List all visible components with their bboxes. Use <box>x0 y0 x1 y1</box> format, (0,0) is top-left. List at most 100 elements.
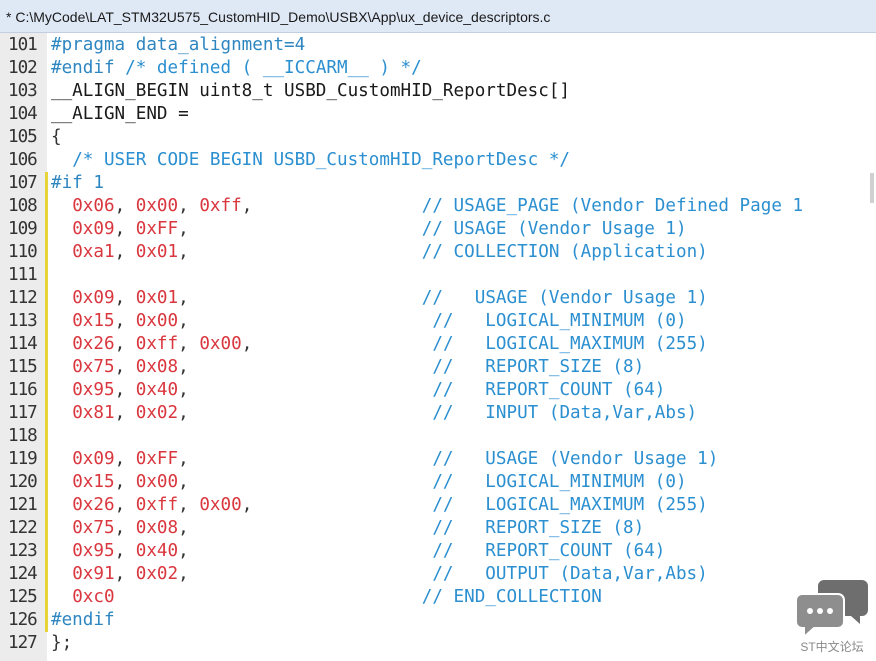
line-code: 0x81, 0x02, // INPUT (Data,Var,Abs) <box>51 402 697 425</box>
code-token <box>115 58 126 78</box>
vertical-scrollbar-thumb[interactable] <box>870 173 874 203</box>
code-token: 0x06 <box>72 196 115 216</box>
code-token: 0x09 <box>72 449 115 469</box>
line-number: 126 <box>8 610 38 630</box>
code-token: // REPORT_SIZE (8) <box>432 518 645 538</box>
code-line[interactable]: 118 <box>0 425 876 448</box>
code-line[interactable]: 117 0x81, 0x02, // INPUT (Data,Var,Abs) <box>0 402 876 425</box>
chat-bubbles-icon <box>795 580 868 640</box>
code-token: 0x09 <box>72 219 115 239</box>
code-token <box>51 518 72 538</box>
code-line[interactable]: 104__ALIGN_END = <box>0 103 876 126</box>
code-token: 0xff <box>199 196 242 216</box>
code-token: , <box>178 380 189 400</box>
code-line[interactable]: 111 <box>0 264 876 287</box>
line-number: 102 <box>8 58 38 78</box>
code-token: // USAGE (Vendor Usage 1) <box>421 219 687 239</box>
code-line[interactable]: 121 0x26, 0xff, 0x00, // LOGICAL_MAXIMUM… <box>0 494 876 517</box>
line-code: 0xa1, 0x01, // COLLECTION (Application) <box>51 241 708 264</box>
code-line[interactable]: 123 0x95, 0x40, // REPORT_COUNT (64) <box>0 540 876 563</box>
window-title-bar: * C:\MyCode\LAT_STM32U575_CustomHID_Demo… <box>0 0 876 33</box>
code-line[interactable]: 107#if 1 <box>0 172 876 195</box>
code-line[interactable]: 116 0x95, 0x40, // REPORT_COUNT (64) <box>0 379 876 402</box>
code-token: 0x01 <box>135 288 179 308</box>
code-line[interactable]: 109 0x09, 0xFF, // USAGE (Vendor Usage 1… <box>0 218 876 241</box>
code-token: , <box>178 495 200 515</box>
line-code: 0x15, 0x00, // LOGICAL_MINIMUM (0) <box>51 471 686 494</box>
line-code: 0x75, 0x08, // REPORT_SIZE (8) <box>51 356 644 379</box>
code-token: 0x00 <box>135 472 179 492</box>
line-number: 119 <box>8 449 38 469</box>
line-code: 0x75, 0x08, // REPORT_SIZE (8) <box>51 517 644 540</box>
code-line[interactable]: 122 0x75, 0x08, // REPORT_SIZE (8) <box>0 517 876 540</box>
code-token: }; <box>51 633 73 653</box>
code-token: __ALIGN_END = <box>51 104 189 124</box>
code-line[interactable]: 102#endif /* defined ( __ICCARM__ ) */ <box>0 57 876 80</box>
change-marker <box>45 448 48 471</box>
code-line[interactable]: 110 0xa1, 0x01, // COLLECTION (Applicati… <box>0 241 876 264</box>
line-number: 117 <box>8 403 38 423</box>
code-line[interactable]: 105{ <box>0 126 876 149</box>
code-line[interactable]: 113 0x15, 0x00, // LOGICAL_MINIMUM (0) <box>0 310 876 333</box>
code-token: , <box>241 334 253 354</box>
code-token: 0xFF <box>135 219 179 239</box>
change-marker <box>45 609 48 632</box>
code-line[interactable]: 126#endif <box>0 609 876 632</box>
line-number: 109 <box>8 219 38 239</box>
code-line[interactable]: 124 0x91, 0x02, // OUTPUT (Data,Var,Abs) <box>0 563 876 586</box>
code-token: , <box>178 288 189 308</box>
code-token: 0x08 <box>135 357 179 377</box>
code-token: // INPUT (Data,Var,Abs) <box>432 403 698 423</box>
code-token: 0x01 <box>135 242 179 262</box>
code-token <box>51 219 72 239</box>
code-token: , <box>178 472 189 492</box>
code-token <box>51 564 72 584</box>
code-token: , <box>114 541 136 561</box>
line-code: /* USER CODE BEGIN USBD_CustomHID_Report… <box>51 149 570 172</box>
line-code: 0x26, 0xff, 0x00, // LOGICAL_MAXIMUM (25… <box>51 494 708 517</box>
code-token: // USAGE (Vendor Usage 1) <box>432 449 719 469</box>
code-token: 0x95 <box>72 380 115 400</box>
code-token: , <box>114 311 136 331</box>
code-token <box>51 541 72 561</box>
code-line[interactable]: 125 0xc0 // END_COLLECTION <box>0 586 876 609</box>
line-number: 111 <box>8 265 38 285</box>
code-line[interactable]: 103__ALIGN_BEGIN uint8_t USBD_CustomHID_… <box>0 80 876 103</box>
code-token: , <box>178 449 189 469</box>
code-token <box>189 449 433 469</box>
code-token: 0x95 <box>72 541 115 561</box>
change-marker <box>45 310 48 333</box>
line-code: 0x26, 0xff, 0x00, // LOGICAL_MAXIMUM (25… <box>51 333 708 356</box>
code-line[interactable]: 127}; <box>0 632 876 655</box>
line-code: { <box>51 126 62 149</box>
code-line[interactable]: 108 0x06, 0x00, 0xff, // USAGE_PAGE (Ven… <box>0 195 876 218</box>
line-number-gutter <box>0 33 47 661</box>
code-token <box>51 403 72 423</box>
line-code: #pragma data_alignment=4 <box>51 34 305 57</box>
code-line[interactable]: 101#pragma data_alignment=4 <box>0 34 876 57</box>
change-marker <box>45 586 48 609</box>
code-token: 0x81 <box>72 403 115 423</box>
code-line[interactable]: 114 0x26, 0xff, 0x00, // LOGICAL_MAXIMUM… <box>0 333 876 356</box>
line-code: __ALIGN_BEGIN uint8_t USBD_CustomHID_Rep… <box>51 80 570 103</box>
code-token <box>189 541 433 561</box>
code-token <box>189 403 433 423</box>
code-line[interactable]: 120 0x15, 0x00, // LOGICAL_MINIMUM (0) <box>0 471 876 494</box>
code-token: #endif <box>51 58 115 78</box>
code-token: , <box>114 403 136 423</box>
code-token: 0x00 <box>199 495 242 515</box>
line-number: 121 <box>8 495 38 515</box>
code-token <box>189 472 433 492</box>
code-line[interactable]: 112 0x09, 0x01, // USAGE (Vendor Usage 1… <box>0 287 876 310</box>
change-marker <box>45 471 48 494</box>
code-token: 0xc0 <box>72 587 115 607</box>
code-token: , <box>178 311 189 331</box>
line-code: __ALIGN_END = <box>51 103 189 126</box>
code-token: , <box>114 380 136 400</box>
code-line[interactable]: 115 0x75, 0x08, // REPORT_SIZE (8) <box>0 356 876 379</box>
code-token: , <box>114 219 136 239</box>
code-token: , <box>178 334 200 354</box>
code-line[interactable]: 119 0x09, 0xFF, // USAGE (Vendor Usage 1… <box>0 448 876 471</box>
code-line[interactable]: 106 /* USER CODE BEGIN USBD_CustomHID_Re… <box>0 149 876 172</box>
